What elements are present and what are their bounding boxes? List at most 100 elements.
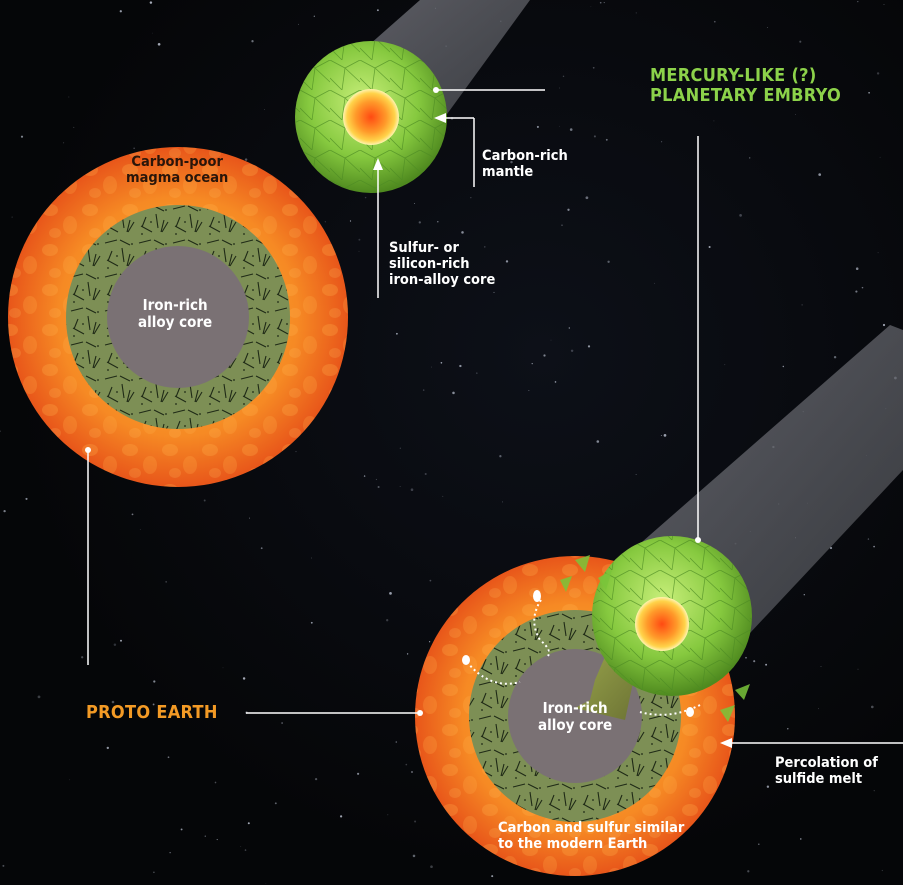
star [724,364,726,366]
star [536,125,539,128]
star [599,1,602,4]
star [251,40,254,43]
star [873,790,875,792]
star [413,202,416,205]
star [311,557,312,559]
star [803,594,805,596]
star [412,854,416,858]
star [418,221,421,224]
star [260,547,263,550]
star [635,12,637,14]
star [567,208,570,211]
star [502,501,503,503]
star [274,802,277,805]
star [437,221,439,223]
leader-lines [87,89,903,744]
leader-arrowheads [85,87,732,748]
star [165,581,167,583]
star [452,391,455,395]
star [593,135,596,138]
star [855,290,858,293]
star [157,42,161,46]
star [658,94,661,98]
star [339,815,343,818]
star [801,304,803,306]
star [758,843,760,845]
star [861,286,864,289]
star [69,779,71,781]
star [749,157,751,159]
star [357,772,360,775]
star [868,91,870,94]
carbon-sulfur-similar-label: Carbon and sulfur similar to the modern … [498,820,685,853]
star [491,875,494,878]
star [310,621,313,624]
star [870,705,874,709]
star [739,214,742,217]
star [375,478,377,481]
star [167,756,170,759]
carbon-rich-mantle-label: Carbon-rich mantle [482,148,568,181]
star [389,592,392,595]
star [747,870,750,873]
star [596,440,600,443]
impacting-embryo [560,536,752,722]
star [569,128,573,131]
star [73,126,75,128]
proto-earth-label: PROTO EARTH [86,702,218,723]
star [663,434,667,437]
star [244,849,247,851]
star [244,158,248,161]
mercury-like-embryo [295,41,447,193]
star [587,345,591,348]
sulfur-silicon-core-label: Sulfur- or silicon-rich iron-alloy core [389,240,496,289]
star [592,66,595,69]
star [459,364,462,368]
star [25,497,28,500]
star [505,260,509,263]
star [216,839,218,841]
star [461,231,464,234]
star [585,196,589,200]
star [882,323,886,327]
star [324,221,326,223]
star [411,771,413,773]
star [203,499,206,502]
star [377,485,380,489]
star [298,23,299,25]
star [654,282,655,284]
star [661,141,663,143]
star [113,643,117,646]
star [386,619,389,622]
left-core-label: Iron-rich alloy core [138,296,213,331]
star [470,197,472,199]
star [396,332,398,335]
star [139,528,141,530]
star [484,246,486,248]
star [63,142,65,144]
star [363,475,366,477]
star [431,366,433,368]
star [568,327,570,329]
star [528,390,530,391]
star [881,869,883,872]
star [68,96,70,98]
star [264,108,266,110]
star [313,15,315,17]
star [660,434,662,437]
star [364,196,367,199]
star [605,138,608,141]
star [111,700,115,704]
star [570,349,574,353]
star [133,147,135,149]
star [410,488,414,491]
star [559,125,560,127]
star [406,653,409,655]
star [214,781,217,784]
star [395,741,398,743]
star [559,87,560,89]
percolation-label: Percolation of sulfide melt [775,755,878,788]
star [222,667,224,669]
